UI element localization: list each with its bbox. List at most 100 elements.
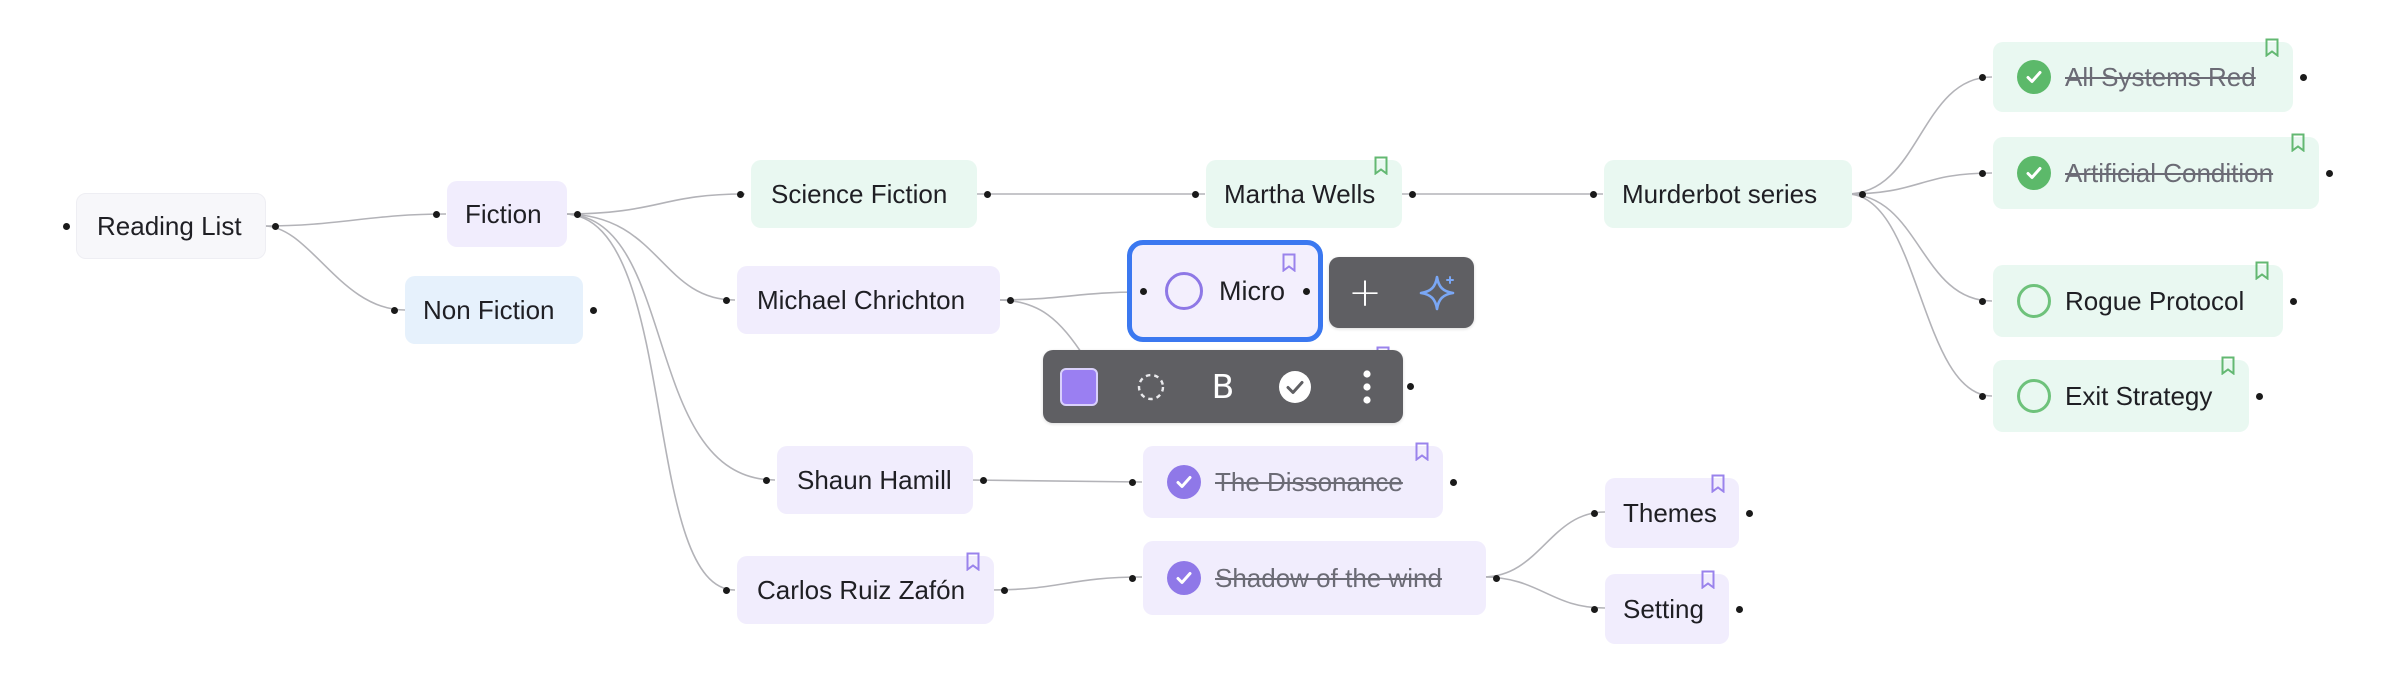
add-child-button[interactable]: +	[1348, 269, 1382, 316]
connector-right[interactable]	[1007, 296, 1014, 304]
connector-left[interactable]	[1140, 287, 1147, 295]
link-murderbot-exit-strategy	[1846, 193, 1993, 397]
connector-left[interactable]	[433, 210, 440, 218]
link-reading-list-fiction	[263, 213, 447, 227]
connector-right[interactable]	[1493, 574, 1500, 582]
more-vertical-icon	[1363, 369, 1371, 404]
link-michael-chrichton-micro	[996, 291, 1141, 301]
link-shaun-hamill-dissonance	[969, 479, 1143, 483]
task-complete-checkbox[interactable]	[1167, 465, 1201, 499]
connector-left[interactable]	[1129, 478, 1136, 486]
task-complete-checkbox[interactable]	[2017, 156, 2051, 190]
connector-right[interactable]	[2326, 169, 2333, 177]
node-carlos-ruiz-zafon[interactable]: Carlos Ruiz Zafón	[723, 552, 1008, 624]
link-fiction-science-fiction	[563, 193, 746, 215]
node-the-dissonance[interactable]: The Dissonance	[1129, 442, 1457, 518]
link-shadow-setting	[1482, 576, 1606, 609]
bookmark-icon	[2291, 133, 2305, 152]
node-label: Michael Chrichton	[757, 285, 966, 315]
node-martha-wells[interactable]: Martha Wells	[1192, 156, 1416, 228]
node-label: Setting	[1623, 594, 1704, 624]
node-murderbot-series[interactable]: Murderbot series	[1590, 160, 1866, 228]
connector-left[interactable]	[723, 296, 730, 304]
add-node-toolbar: +	[1329, 257, 1474, 328]
connector-right[interactable]	[1746, 509, 1753, 517]
node-themes[interactable]: Themes	[1591, 474, 1753, 548]
node-science-fiction[interactable]: Science Fiction	[737, 160, 991, 228]
ai-generate-button[interactable]	[1401, 257, 1473, 328]
node-label: Murderbot series	[1622, 179, 1818, 209]
connector-right[interactable]	[2256, 392, 2263, 400]
connector-right[interactable]	[1001, 586, 1008, 594]
task-checkbox[interactable]	[2017, 284, 2051, 318]
node-label: Science Fiction	[771, 179, 948, 209]
link-fiction-carlos	[563, 213, 736, 591]
node-fiction[interactable]: Fiction	[433, 181, 581, 247]
node-setting[interactable]: Setting	[1591, 570, 1743, 644]
node-label: All Systems Red	[2065, 62, 2256, 92]
connector-right[interactable]	[590, 306, 597, 314]
check-circle-icon	[1279, 370, 1311, 403]
connector-left[interactable]	[1129, 574, 1136, 582]
connector-right[interactable]	[984, 190, 991, 198]
link-reading-list-non-fiction	[263, 225, 406, 311]
more-options-button[interactable]	[1331, 350, 1403, 423]
bookmark-icon	[2221, 356, 2235, 375]
task-complete-checkbox[interactable]	[2017, 60, 2051, 94]
connector-right[interactable]	[980, 476, 987, 484]
connector-left[interactable]	[1979, 73, 1986, 81]
node-label: Shadow of the wind	[1215, 563, 1442, 593]
node-michael-chrichton[interactable]: Michael Chrichton	[723, 266, 1014, 334]
node-non-fiction[interactable]: Non Fiction	[391, 276, 597, 344]
task-checkbox[interactable]	[2017, 379, 2051, 413]
node-reading-list[interactable]: Reading List	[63, 193, 279, 259]
sparkle-icon	[1419, 275, 1455, 310]
connector-left[interactable]	[391, 306, 398, 314]
color-picker-button[interactable]	[1043, 350, 1115, 423]
connector-left[interactable]	[723, 586, 730, 594]
connector-left[interactable]	[763, 476, 770, 484]
node-label: Reading List	[97, 211, 242, 241]
node-rogue-protocol[interactable]: Rogue Protocol	[1979, 261, 2297, 337]
connector-right[interactable]	[1407, 382, 1414, 390]
connector-left[interactable]	[1979, 297, 1986, 305]
node-exit-strategy[interactable]: Exit Strategy	[1979, 356, 2263, 432]
connector-left[interactable]	[1192, 190, 1199, 198]
bookmark-icon	[1711, 474, 1725, 493]
connector-left[interactable]	[1591, 509, 1598, 517]
node-shaun-hamill[interactable]: Shaun Hamill	[763, 446, 987, 514]
connector-right[interactable]	[1859, 190, 1866, 198]
connector-left[interactable]	[1590, 190, 1597, 198]
check-icon	[1176, 476, 1192, 488]
connector-left[interactable]	[63, 222, 70, 230]
node-micro-selected[interactable]: Micro	[1127, 240, 1323, 342]
connector-right[interactable]	[1303, 287, 1310, 295]
node-all-systems-red[interactable]: All Systems Red	[1979, 38, 2307, 112]
link-murderbot-rogue-protocol	[1846, 193, 1993, 302]
connector-right[interactable]	[1736, 605, 1743, 613]
connector-right[interactable]	[272, 222, 279, 230]
border-style-button[interactable]	[1115, 350, 1187, 423]
node-artificial-condition[interactable]: Artificial Condition	[1979, 133, 2333, 209]
task-complete-checkbox[interactable]	[1167, 561, 1201, 595]
connector-right[interactable]	[2300, 73, 2307, 81]
node-label: Non Fiction	[423, 295, 555, 325]
connector-left[interactable]	[1979, 392, 1986, 400]
node-shadow-of-the-wind[interactable]: Shadow of the wind	[1129, 541, 1500, 615]
bookmark-icon	[1374, 156, 1388, 175]
check-icon	[1176, 572, 1192, 584]
connector-right[interactable]	[1409, 190, 1416, 198]
bold-button[interactable]: B	[1211, 367, 1235, 406]
connector-left[interactable]	[1591, 605, 1598, 613]
connector-right[interactable]	[1450, 478, 1457, 486]
toggle-task-button[interactable]	[1259, 350, 1331, 423]
connector-left[interactable]	[1979, 169, 1986, 177]
node-label: The Dissonance	[1215, 467, 1403, 497]
node-label: Martha Wells	[1224, 179, 1376, 209]
connector-right[interactable]	[2290, 297, 2297, 305]
connector-right[interactable]	[574, 210, 581, 218]
task-checkbox[interactable]	[1165, 272, 1203, 310]
link-murderbot-artificial-condition	[1846, 172, 1993, 195]
connector-left[interactable]	[737, 190, 744, 198]
